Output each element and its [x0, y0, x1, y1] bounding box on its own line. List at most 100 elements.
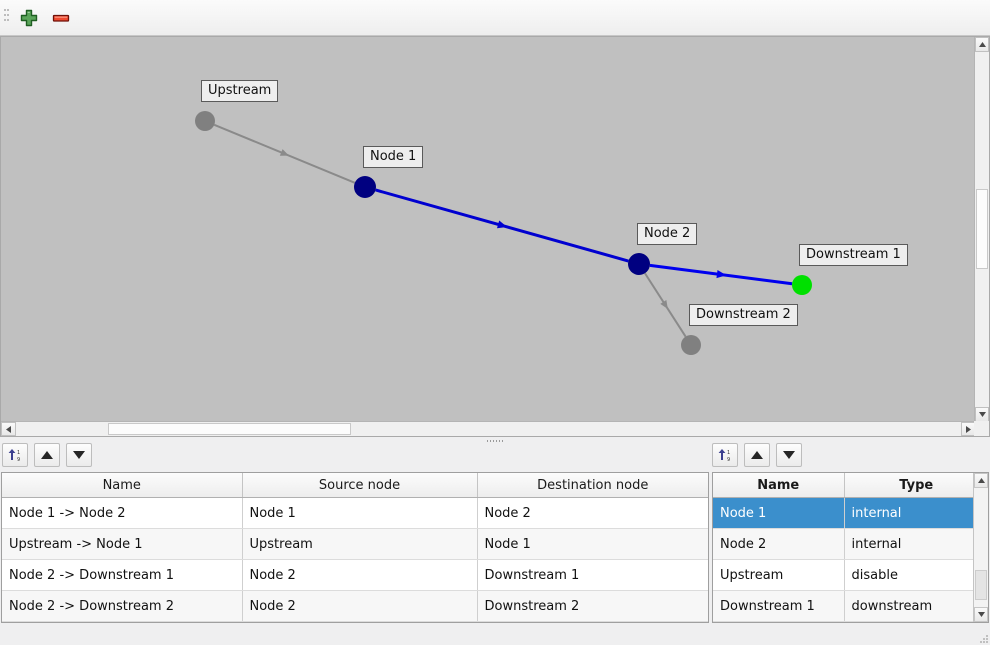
scroll-left-arrow[interactable]	[1, 422, 16, 436]
splitter-grip	[487, 440, 503, 442]
triangle-right-icon	[966, 425, 971, 433]
svg-text:9: 9	[727, 457, 730, 463]
add-button[interactable]	[16, 6, 42, 30]
edges-table-row-column-header[interactable]: Source node	[242, 473, 478, 498]
graph-vertical-scrollbar[interactable]	[974, 37, 989, 422]
edge-arrow-upstream-node1	[279, 149, 289, 156]
arrow-down-icon	[783, 451, 795, 459]
nodes-table-row-cell[interactable]: internal	[844, 528, 988, 560]
sort-icon: 1 9	[718, 449, 730, 463]
nodes-table-scrollbar[interactable]	[973, 473, 988, 622]
svg-text:1: 1	[727, 450, 730, 456]
triangle-up-icon	[978, 42, 986, 47]
nodes-table-row-cell[interactable]: disable	[844, 559, 988, 591]
nodes-table-row-cell[interactable]: Downstream 1	[713, 590, 845, 622]
edges-move-up-button[interactable]	[34, 443, 60, 467]
svg-text:1: 1	[17, 450, 20, 456]
nodes-table-row-cell[interactable]: internal	[844, 497, 988, 529]
graph-vscroll-thumb[interactable]	[976, 189, 988, 269]
edges-table-row-column-header[interactable]: Destination node	[477, 473, 708, 498]
edges-table-row-cell[interactable]: Upstream	[242, 528, 478, 560]
main-toolbar	[0, 0, 990, 36]
graph-node-downstream1[interactable]	[792, 275, 812, 295]
graph-node-downstream2[interactable]	[681, 335, 701, 355]
panel-splitter[interactable]	[0, 437, 990, 446]
window-resize-grip[interactable]	[980, 635, 988, 643]
edges-table-row-cell[interactable]: Node 2	[477, 497, 708, 529]
edge-arrow-node2-downstream1	[716, 270, 727, 279]
edges-table-row-cell[interactable]: Node 1	[477, 528, 708, 560]
triangle-down-icon	[977, 612, 985, 617]
nodes-table-row-cell[interactable]: downstream	[844, 590, 988, 622]
nodes-scroll-thumb[interactable]	[975, 570, 987, 600]
edges-move-down-button[interactable]	[66, 443, 92, 467]
scroll-up-arrow[interactable]	[974, 473, 988, 488]
graph-node-node1[interactable]	[354, 176, 376, 198]
node-label-node2[interactable]: Node 2	[637, 223, 698, 245]
triangle-left-icon	[6, 425, 11, 433]
nodes-table-row-cell[interactable]: Node 2	[713, 528, 845, 560]
graph-node-node2[interactable]	[628, 253, 650, 275]
edges-table-row-cell[interactable]: Downstream 1	[477, 559, 708, 591]
nodes-table-row-cell[interactable]: Upstream	[713, 559, 845, 591]
node-label-upstream[interactable]: Upstream	[201, 80, 279, 102]
graph-drawing	[195, 111, 812, 355]
edges-table-row-cell[interactable]: Node 2 -> Downstream 1	[2, 559, 243, 591]
node-label-downstream1[interactable]: Downstream 1	[799, 244, 908, 266]
scroll-down-arrow[interactable]	[975, 407, 989, 422]
toolbar-grip[interactable]	[4, 9, 9, 27]
edges-table-row-cell[interactable]: Upstream -> Node 1	[2, 528, 243, 560]
minus-icon	[52, 14, 70, 22]
nodes-table-row-column-header[interactable]: Type	[844, 473, 988, 498]
remove-button[interactable]	[48, 6, 74, 30]
edges-table-row-cell[interactable]: Node 2	[242, 559, 478, 591]
nodes-sort-button[interactable]: 1 9	[712, 443, 738, 467]
plus-icon	[20, 9, 38, 27]
scrollbar-corner	[974, 421, 989, 436]
edges-table-row-cell[interactable]: Node 1 -> Node 2	[2, 497, 243, 529]
edge-arrow-node2-downstream2	[660, 299, 668, 309]
scroll-down-arrow[interactable]	[974, 607, 988, 622]
graph-hscroll-thumb[interactable]	[108, 423, 351, 435]
svg-text:9: 9	[17, 457, 20, 463]
scroll-up-arrow[interactable]	[975, 37, 989, 52]
edges-sort-button[interactable]: 1 9	[2, 443, 28, 467]
node-label-node1[interactable]: Node 1	[363, 146, 424, 168]
triangle-down-icon	[978, 412, 986, 417]
edges-table-row-cell[interactable]: Node 2	[242, 590, 478, 622]
graph-horizontal-scrollbar[interactable]	[1, 421, 976, 436]
nodes-table-row-column-header[interactable]: Name	[713, 473, 845, 498]
edge-arrow-node1-node2	[497, 220, 508, 229]
edges-table-row-column-header[interactable]: Name	[2, 473, 243, 498]
edges-table-row-cell[interactable]: Node 1	[242, 497, 478, 529]
arrow-up-icon	[41, 451, 53, 459]
edges-table-row-cell[interactable]: Node 2 -> Downstream 2	[2, 590, 243, 622]
graph-node-upstream[interactable]	[195, 111, 215, 131]
node-label-downstream2[interactable]: Downstream 2	[689, 304, 798, 326]
nodes-move-up-button[interactable]	[744, 443, 770, 467]
arrow-down-icon	[73, 451, 85, 459]
nodes-toolbar: 1 9	[712, 443, 808, 469]
arrow-up-icon	[751, 451, 763, 459]
nodes-table-row-cell[interactable]: Node 1	[713, 497, 845, 529]
edges-table-row-cell[interactable]: Downstream 2	[477, 590, 708, 622]
triangle-up-icon	[977, 478, 985, 483]
nodes-move-down-button[interactable]	[776, 443, 802, 467]
